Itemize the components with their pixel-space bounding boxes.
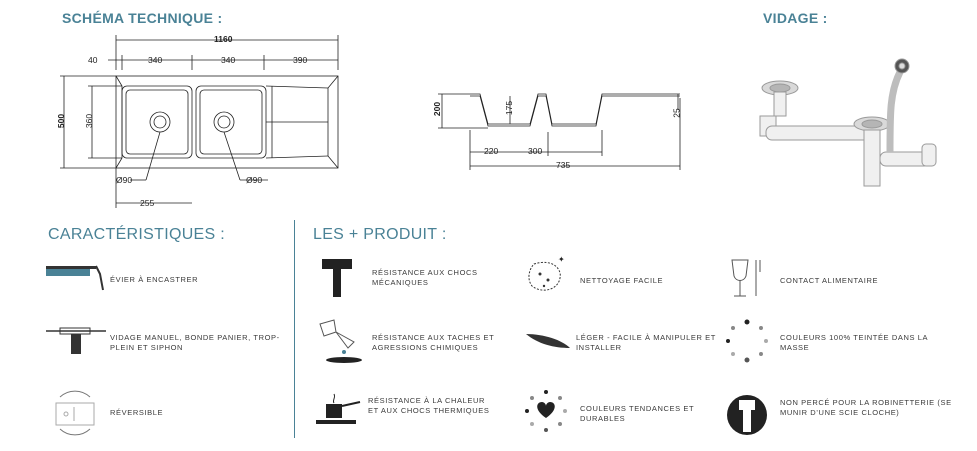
dim-340b: 340	[221, 55, 236, 65]
vidage-heading: VIDAGE :	[763, 10, 828, 26]
sponge-icon: ✦	[528, 255, 565, 291]
produit-heading: LES + PRODUIT :	[313, 226, 447, 243]
dim-1160: 1160	[214, 34, 233, 44]
heat-pan-icon	[316, 393, 361, 424]
dim-phi90-right: Ø90	[246, 175, 263, 185]
heart-dots-icon	[525, 390, 567, 432]
dim-390: 390	[293, 55, 308, 65]
svg-text:✦: ✦	[558, 255, 565, 264]
produit-label-5: Léger - facile à manipuler et installer	[576, 333, 716, 352]
dim-phi90-left: Ø90	[116, 175, 133, 185]
caract-label-2: Vidage manuel, bonde panier, trop-plein …	[110, 333, 280, 352]
top-view-drawing	[60, 35, 339, 208]
caract-label-3: Réversible	[110, 408, 164, 417]
food-contact-icon	[731, 259, 761, 297]
produit-label-4: Résistance aux taches et agressions chim…	[372, 333, 495, 352]
chemical-stain-icon	[319, 319, 362, 363]
produit-label-1: Résistance aux chocs mécaniques	[372, 268, 478, 287]
produit-label-6: Couleurs 100% teintée dans la masse	[780, 333, 928, 352]
inset-sink-icon	[46, 265, 104, 291]
dim-200: 200	[432, 101, 443, 117]
drain-kit-illustration	[759, 58, 937, 187]
dim-735: 735	[556, 160, 571, 170]
produit-label-8: Couleurs tendances et durables	[580, 404, 695, 423]
feather-icon	[526, 334, 570, 348]
side-view-drawing	[438, 93, 681, 170]
dim-25: 25	[671, 108, 682, 118]
hammer-icon	[322, 259, 352, 297]
dim-300: 300	[528, 146, 543, 156]
dim-175: 175	[504, 100, 515, 116]
section-divider	[294, 220, 295, 438]
dim-340a: 340	[148, 55, 163, 65]
reversible-icon	[55, 390, 95, 436]
dim-500: 500	[56, 113, 67, 129]
color-dots-icon	[726, 319, 768, 363]
dim-360: 360	[84, 113, 95, 129]
produit-label-9: Non percé pour la robinetterie (se munir…	[780, 398, 952, 417]
produit-label-7: Résistance à la chaleur et aux chocs the…	[368, 396, 490, 415]
no-hole-icon	[727, 395, 767, 435]
caract-label-1: Évier à encastrer	[110, 275, 199, 284]
produit-label-2: Nettoyage facile	[580, 276, 664, 285]
produit-label-3: Contact alimentaire	[780, 276, 879, 285]
caracteristiques-heading: CARACTÉRISTIQUES :	[48, 226, 225, 243]
basket-drain-icon	[46, 327, 106, 354]
dim-40: 40	[88, 55, 98, 65]
schema-heading: SCHÉMA TECHNIQUE :	[62, 10, 223, 26]
dim-220: 220	[484, 146, 499, 156]
dim-255: 255	[140, 198, 155, 208]
